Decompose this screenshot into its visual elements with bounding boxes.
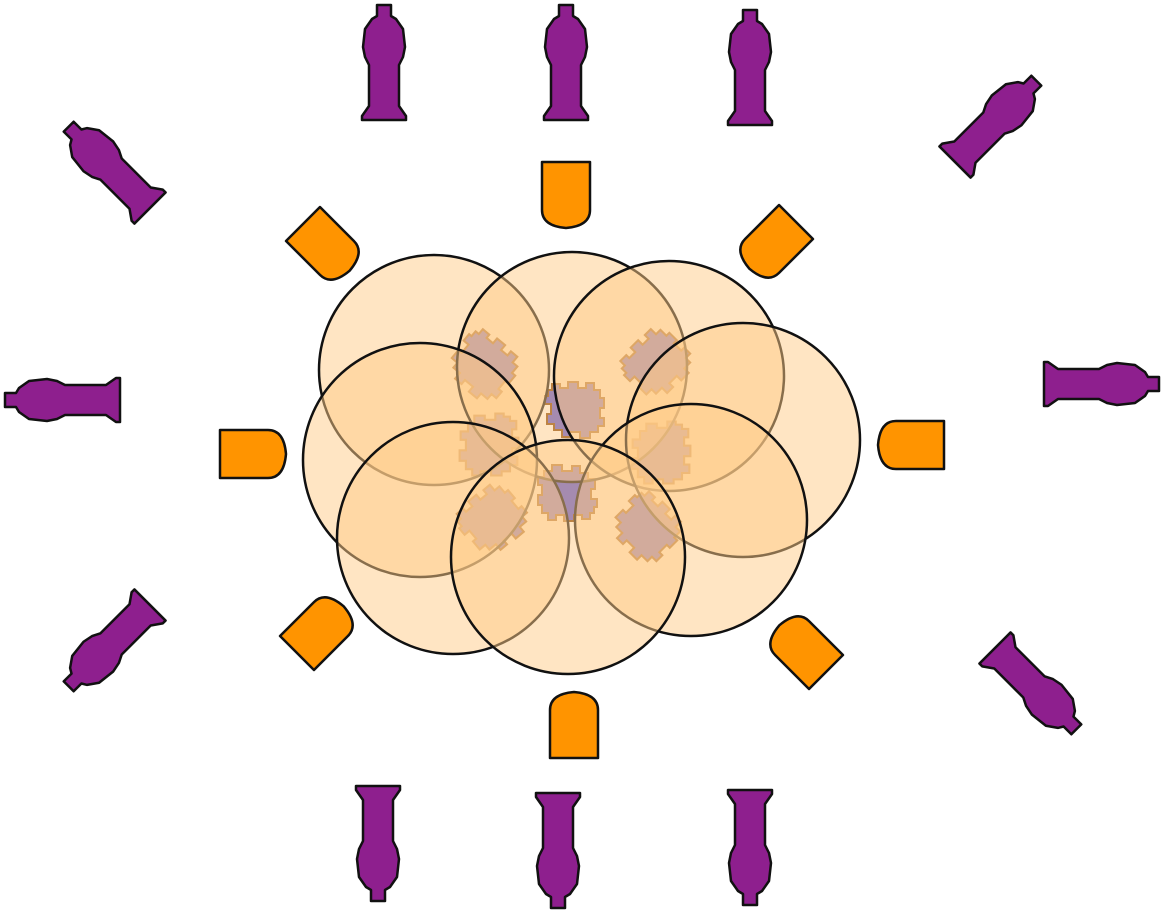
coverage-circle (451, 440, 685, 674)
orange-cup-icon (550, 692, 598, 758)
purple-bottle-icon (362, 5, 406, 120)
purple-bottle-icon (53, 589, 165, 701)
orange-cup-icon (732, 205, 813, 286)
purple-bottle-icon (356, 786, 400, 901)
orange-cup-icon (542, 162, 590, 228)
orange-cup-icon (280, 589, 361, 670)
orange-cup-icon (762, 608, 843, 689)
purple-bottle-icon (5, 378, 120, 422)
purple-bottle-icon (536, 793, 580, 908)
purple-bottle-icon (728, 790, 772, 905)
purple-bottle-icon (1044, 362, 1159, 406)
purple-bottle-icon (544, 5, 588, 120)
coverage-circle-group (303, 252, 860, 674)
purple-bottle-icon (53, 111, 165, 223)
orange-cup-icon (286, 207, 367, 288)
purple-bottle-icon (939, 65, 1051, 177)
orange-cup-icon (220, 430, 286, 478)
orange-cup-icon (878, 421, 944, 469)
purple-bottle-icon (728, 10, 772, 125)
purple-bottle-icon (979, 632, 1091, 744)
